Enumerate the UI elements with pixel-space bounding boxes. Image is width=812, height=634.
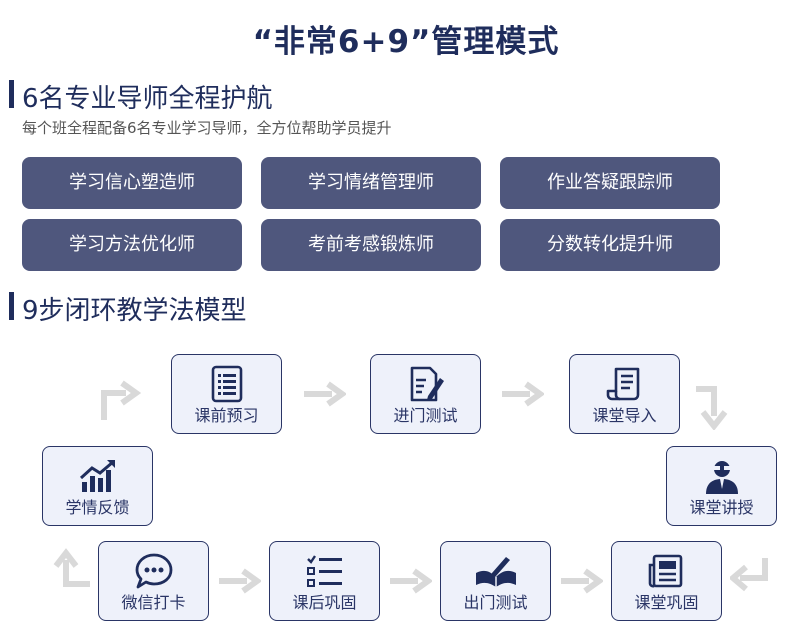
- section-title-steps: 9步闭环教学法模型: [22, 296, 247, 326]
- role-card: 学习情绪管理师: [261, 157, 481, 209]
- step-label: 课堂讲授: [689, 498, 754, 517]
- section-marker-bar: [9, 292, 14, 320]
- page-title: “非常6+9”管理模式: [252, 24, 560, 60]
- role-card: 学习信心塑造师: [22, 157, 242, 209]
- section-subtitle-mentors: 每个班全程配备6名专业学习导师，全方位帮助学员提升: [22, 119, 392, 137]
- arrow-right-icon: [302, 381, 346, 407]
- step-label: 微信打卡: [121, 593, 186, 612]
- arrow-turn-down-icon: [694, 384, 730, 430]
- chat-bubble-icon: [99, 550, 208, 592]
- step-card-wechat-checkin: 微信打卡: [98, 541, 209, 621]
- step-label: 进门测试: [393, 406, 458, 425]
- role-card: 分数转化提升师: [500, 219, 720, 271]
- step-card-exit-test: 出门测试: [440, 541, 551, 621]
- step-card-intro: 课堂导入: [569, 354, 680, 434]
- section-title-mentors: 6名专业导师全程护航: [22, 84, 273, 114]
- growth-chart-icon: [43, 455, 152, 497]
- step-label: 出门测试: [463, 593, 528, 612]
- step-card-feedback: 学情反馈: [42, 446, 153, 526]
- document-pen-icon: [371, 363, 480, 405]
- role-card: 作业答疑跟踪师: [500, 157, 720, 209]
- arrow-right-icon: [559, 568, 603, 594]
- step-card-lecture: 课堂讲授: [666, 446, 777, 526]
- section-marker-bar: [9, 80, 14, 108]
- newspaper-icon: [612, 550, 721, 592]
- role-card: 学习方法优化师: [22, 219, 242, 271]
- step-label: 学情反馈: [65, 498, 130, 517]
- arrow-right-icon: [500, 381, 544, 407]
- book-pen-icon: [441, 550, 550, 592]
- scroll-icon: [570, 363, 679, 405]
- teacher-icon: [667, 455, 776, 497]
- arrow-turn-left-icon: [730, 556, 772, 596]
- step-card-after-class: 课后巩固: [269, 541, 380, 621]
- step-label: 课前预习: [194, 406, 259, 425]
- list-document-icon: [172, 363, 281, 405]
- step-label: 课堂巩固: [634, 593, 699, 612]
- step-label: 课堂导入: [592, 406, 657, 425]
- step-card-entry-test: 进门测试: [370, 354, 481, 434]
- arrow-turn-up-icon: [52, 548, 94, 590]
- arrow-right-icon: [388, 568, 432, 594]
- role-card: 考前考感锻炼师: [261, 219, 481, 271]
- step-card-preview: 课前预习: [171, 354, 282, 434]
- step-card-class-review: 课堂巩固: [611, 541, 722, 621]
- arrow-turn-right-icon: [96, 380, 142, 422]
- arrow-right-icon: [217, 568, 261, 594]
- checklist-icon: [270, 550, 379, 592]
- step-label: 课后巩固: [292, 593, 357, 612]
